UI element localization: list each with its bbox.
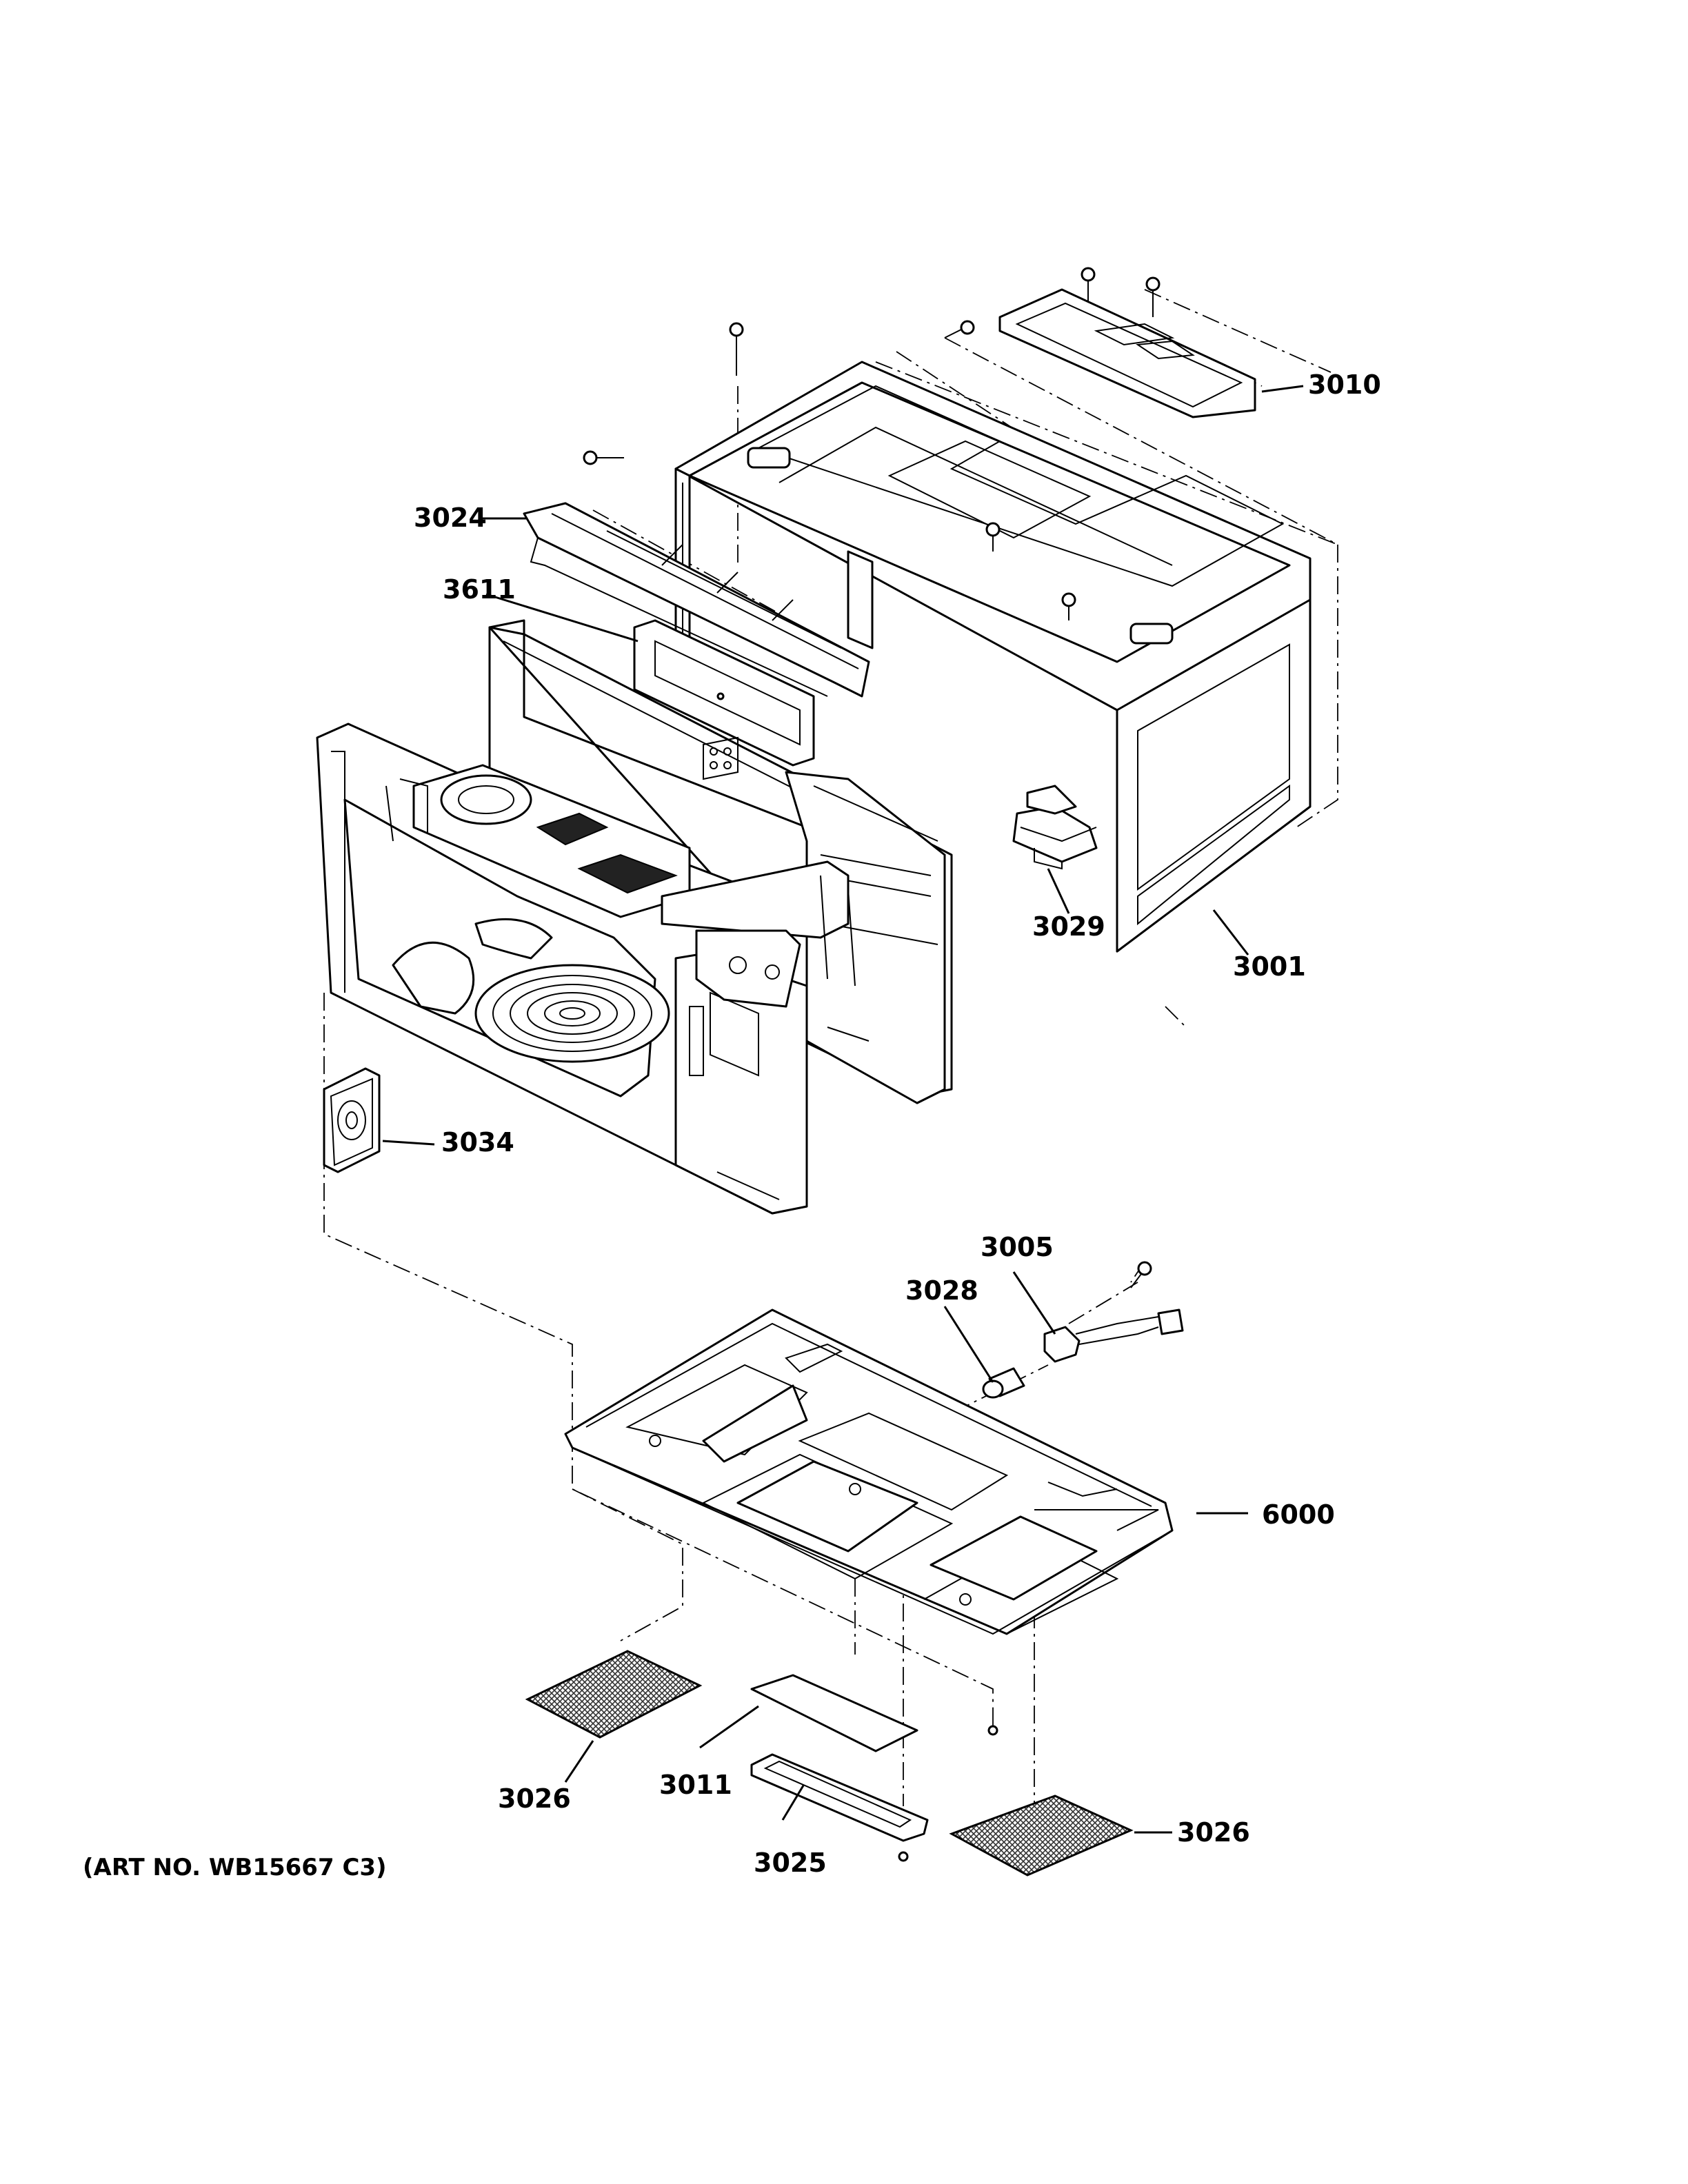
leader-lines xyxy=(382,385,1304,1834)
callout-3611: 3611 xyxy=(443,574,516,605)
screw-icon xyxy=(1145,276,1160,317)
art-number: (ART NO. WB15667 C3) xyxy=(83,1854,387,1881)
callout-3011: 3011 xyxy=(659,1770,732,1800)
callout-3026-left: 3026 xyxy=(498,1783,571,1814)
callout-3010: 3010 xyxy=(1308,370,1381,400)
callout-3025: 3025 xyxy=(754,1848,827,1878)
callout-3001: 3001 xyxy=(1233,951,1306,982)
callout-3028: 3028 xyxy=(905,1275,978,1306)
callout-labels: 3010 3024 3611 3029 3001 3034 3005 3028 … xyxy=(414,370,1381,1878)
base-plate-6000 xyxy=(564,1308,1174,1635)
cover-plate-3034 xyxy=(323,1067,381,1173)
screw-icon xyxy=(1081,267,1096,303)
screw-icon xyxy=(944,320,975,338)
grease-filter-3026-left xyxy=(525,1650,703,1739)
screw-icon xyxy=(583,450,624,465)
callout-6000: 6000 xyxy=(1262,1499,1335,1530)
filter-3611 xyxy=(633,619,815,767)
screw-icon xyxy=(987,1725,998,1736)
vent-grille-3024 xyxy=(523,502,870,698)
lens-3011 xyxy=(750,1674,918,1752)
screw-icon xyxy=(898,1851,909,1862)
light-bulb-3028 xyxy=(982,1367,1025,1399)
screws-top xyxy=(583,267,1160,620)
callout-3034: 3034 xyxy=(441,1127,514,1157)
top-cover-3010 xyxy=(998,288,1256,418)
callout-3005: 3005 xyxy=(981,1232,1054,1262)
screw-icon xyxy=(729,322,744,376)
outer-case-3001 xyxy=(674,361,1312,953)
screw-icon xyxy=(985,522,1001,552)
callout-3029: 3029 xyxy=(1032,911,1105,942)
screw-icon xyxy=(1061,592,1076,620)
screw-icon xyxy=(1130,1261,1152,1288)
callout-3026-right: 3026 xyxy=(1177,1817,1250,1848)
grease-filter-3026-right xyxy=(949,1794,1134,1877)
bracket-3029 xyxy=(1012,785,1098,870)
lamp-socket-3005 xyxy=(1043,1261,1184,1363)
oven-cavity xyxy=(316,619,953,1215)
lens-frame-3025 xyxy=(750,1725,998,1862)
callout-3024: 3024 xyxy=(414,503,487,533)
